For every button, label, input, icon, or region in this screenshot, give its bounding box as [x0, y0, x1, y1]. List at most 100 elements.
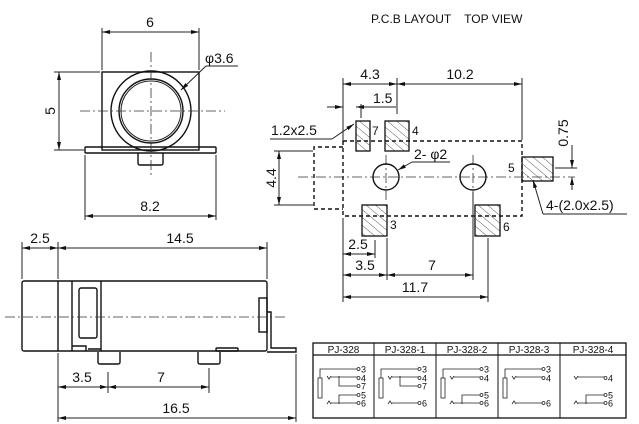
sleeve-contact: [317, 377, 323, 399]
terminal-3: [356, 367, 361, 371]
wire-5: [585, 394, 604, 404]
dim-2-5: 2.5: [348, 236, 368, 252]
pin-label-5: 5: [361, 391, 366, 401]
wire-6: [511, 400, 542, 405]
pin-label-3: 3: [422, 365, 427, 375]
column-header: PJ-328: [328, 345, 360, 356]
sleeve-contact: [378, 377, 384, 399]
terminal-3: [479, 367, 484, 371]
terminal-7: [356, 384, 361, 388]
body-dimension: 14.5: [166, 230, 193, 246]
pin-label-6: 6: [503, 220, 510, 234]
terminal-6: [479, 401, 484, 405]
terminal-4: [417, 376, 422, 380]
dim-7: 7: [428, 257, 436, 273]
pcb-layout-title: P.C.B LAYOUT TOP VIEW: [371, 12, 523, 26]
wire-3: [380, 368, 418, 378]
dim-10-2: 10.2: [446, 66, 473, 82]
pin-label-7: 7: [361, 382, 366, 392]
dim-3-5: 3.5: [355, 257, 375, 273]
wire-4: [449, 375, 480, 380]
terminal-3: [541, 367, 546, 371]
side-view: 2.5 14.5 3.5 7 16.5: [5, 230, 297, 422]
wire-6: [326, 400, 357, 405]
wire-3: [319, 368, 357, 378]
dim-4-4: 4.4: [263, 168, 279, 188]
front-view: 6 5 φ3.6 8.2: [42, 14, 238, 220]
column-header: PJ-328-2: [447, 345, 488, 356]
total-length-dimension: 16.5: [162, 400, 189, 416]
pcb-layout: P.C.B LAYOUT TOP VIEW 7 4 3 6 5 4.3 10.2…: [263, 12, 627, 302]
terminal-4: [356, 376, 361, 380]
sleeve-contact: [440, 377, 446, 399]
terminal-5: [356, 393, 361, 397]
dim-11-7: 11.7: [402, 279, 428, 295]
wire-4: [511, 375, 542, 380]
pin-label-4: 4: [484, 374, 489, 384]
variant-table: PJ-32834756PJ-328-13476PJ-328-23456PJ-32…: [312, 342, 627, 419]
diameter-dimension: φ3.6: [205, 50, 234, 66]
terminal-3: [417, 367, 422, 371]
wire-6: [387, 400, 418, 405]
pad-7: [355, 120, 371, 152]
column-header: PJ-328-1: [385, 345, 426, 356]
wire-6: [573, 400, 604, 405]
pin-offset-dimension: 3.5: [72, 369, 92, 385]
wire-4: [573, 375, 604, 380]
pin-label-6: 6: [608, 399, 613, 409]
dim-0-75: 0.75: [555, 119, 571, 146]
pin-label-5: 5: [508, 161, 515, 175]
pad-6: [474, 204, 501, 237]
pin-label-3: 3: [484, 365, 489, 375]
pin-label-4: 4: [412, 124, 419, 138]
pin-label-3: 3: [361, 365, 366, 375]
dim-1-5: 1.5: [373, 90, 393, 106]
wire-3: [504, 368, 542, 378]
wire-7: [399, 376, 418, 387]
pin-pitch-dimension: 7: [157, 369, 165, 385]
terminal-6: [541, 401, 546, 405]
wire-6: [449, 400, 480, 405]
wire-3: [442, 368, 480, 378]
cap-dimension: 2.5: [30, 230, 50, 246]
pin-label-4: 4: [546, 374, 551, 384]
dim-4-3: 4.3: [360, 66, 380, 82]
terminal-4: [603, 376, 608, 380]
pin-label-5: 5: [484, 391, 489, 401]
column-header: PJ-328-4: [573, 345, 614, 356]
pin-label-6: 6: [361, 399, 366, 409]
terminal-6: [417, 401, 422, 405]
terminal-5: [603, 393, 608, 397]
pin-label-3: 3: [390, 218, 397, 232]
width-dimension: 6: [146, 14, 154, 30]
pad-small-size: 1.2x2.5: [271, 122, 317, 138]
terminal-5: [479, 393, 484, 397]
pin-label-4: 4: [361, 374, 366, 384]
pad-4: [384, 120, 410, 152]
sleeve-contact: [502, 377, 508, 399]
terminal-4: [479, 376, 484, 380]
pad-5: [521, 156, 554, 182]
height-dimension: 5: [42, 107, 58, 115]
base-width-dimension: 8.2: [140, 198, 160, 214]
terminal-6: [356, 401, 361, 405]
wire-7: [338, 376, 357, 387]
pad-3: [361, 204, 388, 237]
pin-label-6: 6: [484, 399, 489, 409]
holes-dimension: 2- φ2: [414, 146, 447, 162]
large-pads-size: 4-(2.0x2.5): [546, 197, 614, 213]
pin-label-4: 4: [422, 374, 427, 384]
pin-label-7: 7: [422, 382, 427, 392]
pin-label-4: 4: [608, 374, 613, 384]
wire-5: [461, 394, 480, 404]
terminal-4: [541, 376, 546, 380]
pin-label-6: 6: [546, 399, 551, 409]
pin-label-3: 3: [546, 365, 551, 375]
pin-label-7: 7: [372, 124, 379, 138]
wire-4: [326, 375, 357, 380]
wire-5: [338, 394, 357, 404]
terminal-6: [603, 401, 608, 405]
terminal-7: [417, 384, 422, 388]
wire-4: [387, 375, 418, 380]
